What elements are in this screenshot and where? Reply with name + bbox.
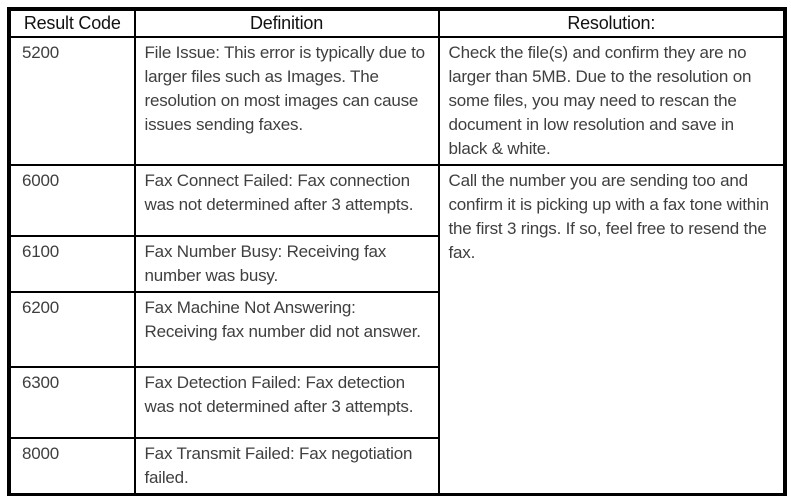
definition-cell: Fax Machine Not Answering: Receiving fax…	[133, 291, 440, 368]
header-resolution: Resolution:	[437, 8, 786, 38]
resolution-cell: Check the file(s) and confirm they are n…	[437, 36, 786, 166]
result-code-cell: 6100	[8, 235, 136, 293]
definition-cell: Fax Number Busy: Receiving fax number wa…	[133, 235, 440, 293]
resolution-cell: Call the number you are sending too and …	[437, 164, 786, 496]
definition-cell: Fax Transmit Failed: Fax negotiation fai…	[133, 437, 440, 496]
result-code-cell: 6200	[8, 291, 136, 368]
table-header-row: Result Code Definition Resolution:	[8, 8, 786, 38]
result-code-cell: 5200	[8, 36, 136, 166]
result-code-cell: 8000	[8, 437, 136, 496]
definition-cell: File Issue: This error is typically due …	[133, 36, 440, 166]
definition-cell: Fax Connect Failed: Fax connection was n…	[133, 164, 440, 237]
header-result-code: Result Code	[8, 8, 136, 38]
header-definition: Definition	[133, 8, 440, 38]
definition-cell: Fax Detection Failed: Fax detection was …	[133, 366, 440, 439]
result-code-cell: 6300	[8, 366, 136, 439]
result-code-cell: 6000	[8, 164, 136, 237]
